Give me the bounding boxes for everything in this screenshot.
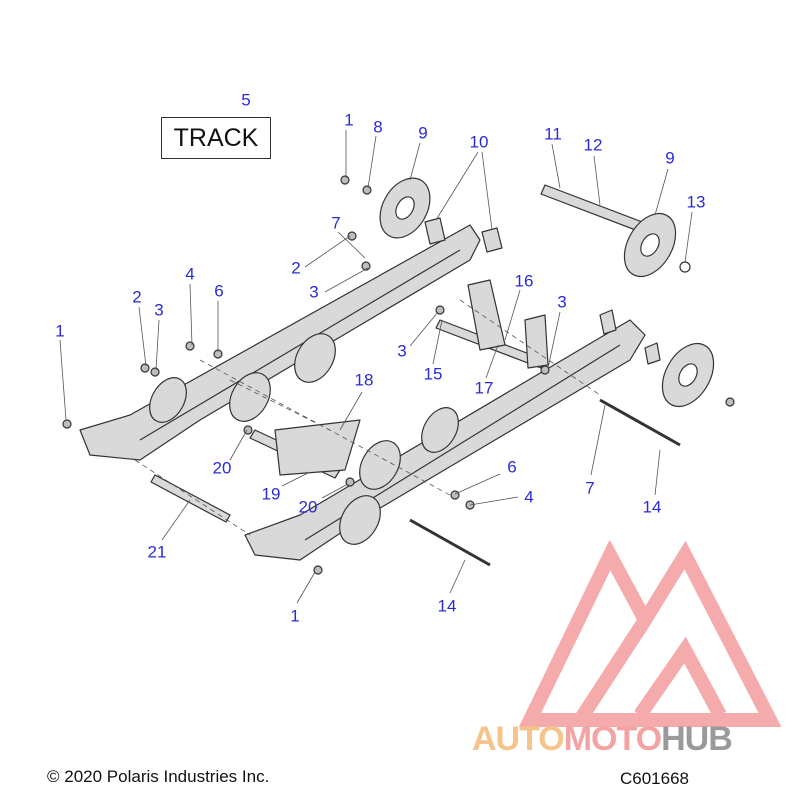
callout-4: 4 [185,264,195,284]
callout-7: 7 [331,213,341,233]
callout-1: 1 [344,110,354,130]
callout-15: 15 [423,364,443,384]
rear-axle [150,474,231,523]
callout-2: 2 [291,258,301,278]
long-bolt-upper [599,398,681,447]
brand-part-hub: HUB [661,720,733,758]
left-rail-inner [139,249,461,441]
callout-6: 6 [214,281,224,301]
callout-5: 5 [241,90,251,110]
block-front [599,309,617,335]
callout-20: 20 [212,458,232,478]
left-rail [79,224,481,461]
callout-3: 3 [309,282,319,302]
automotohub-logo-icon [518,540,782,727]
callout-8: 8 [373,117,383,137]
track-label: TRACK [161,117,271,159]
callout-4b: 4 [524,487,534,507]
callout-3c: 3 [557,292,567,312]
idler-axle [540,184,651,235]
callout-3b: 3 [154,300,164,320]
callout-9b: 9 [665,148,675,168]
callout-10: 10 [469,132,489,152]
callout-17: 17 [474,378,494,398]
brand-part-moto: MOTO [563,720,662,758]
brand-part-auto: AUTO [472,720,565,758]
torque-arm [274,419,361,476]
copyright-notice: © 2020 Polaris Industries Inc. [47,767,270,786]
callout-20b: 20 [298,497,318,517]
callout-16: 16 [514,271,534,291]
callout-7b: 7 [585,478,595,498]
callout-14: 14 [642,497,662,517]
block-10b [481,227,503,253]
block-rear [644,342,661,365]
long-bolt-lower [409,518,491,567]
leader-lines [59,130,693,604]
callout-6b: 6 [507,457,517,477]
callout-18: 18 [354,370,374,390]
callout-1b: 1 [55,321,65,341]
callout-14b: 14 [437,596,457,616]
shock-arm [467,279,506,351]
alignment-lines [134,299,601,536]
block-10a [424,217,446,245]
automotohub-wordmark: AUTOMOTOHUB [472,720,733,759]
callout-11: 11 [544,124,562,144]
callout-3d: 3 [397,341,407,361]
callout-1c: 1 [290,606,300,626]
callout-19: 19 [261,484,281,504]
shock-arm-2 [524,314,549,369]
callout-2b: 2 [132,287,142,307]
callout-12: 12 [583,135,603,155]
callout-13: 13 [686,192,706,212]
wheels [149,177,715,545]
callout-9: 9 [418,123,428,143]
callout-21: 21 [147,542,167,562]
figure-code: C601668 [620,769,690,788]
